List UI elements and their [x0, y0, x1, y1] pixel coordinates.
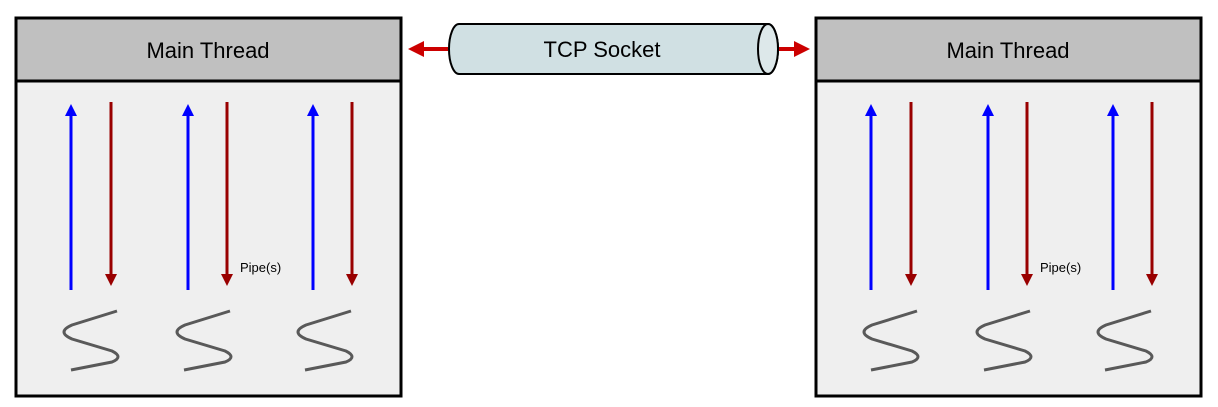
- left-pipe-label: Pipe(s): [240, 260, 281, 275]
- left-main-thread-header: [14, 16, 403, 83]
- right-pipe-label: Pipe(s): [1040, 260, 1081, 275]
- left-main-thread-title: Main Thread: [146, 38, 269, 63]
- right-main-thread-title: Main Thread: [946, 38, 1069, 63]
- left-process-box: Main Thread Pipe(s): [14, 16, 403, 398]
- right-process-box: Main Thread Pipe(s): [814, 16, 1203, 398]
- socket-label: TCP Socket: [544, 37, 661, 62]
- tcp-socket: TCP Socket: [408, 23, 810, 75]
- right-main-thread-header: [814, 16, 1203, 83]
